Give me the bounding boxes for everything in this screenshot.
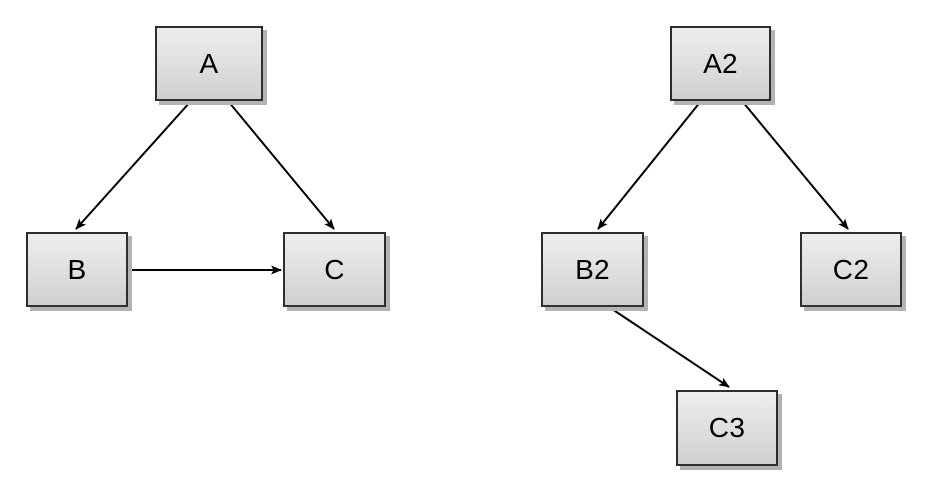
node-label-c2: C2: [832, 253, 870, 285]
node-b2[interactable]: B2: [541, 232, 644, 307]
edge-a-to-b[interactable]: [75, 100, 192, 230]
edge-b2-to-c3[interactable]: [611, 308, 730, 388]
node-label-c3: C3: [708, 412, 746, 443]
node-b[interactable]: B: [26, 232, 128, 307]
edge-a-to-c[interactable]: [227, 100, 335, 230]
node-c[interactable]: C: [283, 232, 386, 307]
edges-group: [75, 100, 849, 388]
node-label-b2: B2: [575, 253, 610, 285]
node-a2[interactable]: A2: [670, 26, 771, 101]
edge-a2-to-c2[interactable]: [741, 100, 849, 230]
node-label-a2: A2: [703, 47, 738, 79]
node-c3[interactable]: C3: [676, 390, 778, 466]
edge-a2-to-b2[interactable]: [597, 100, 702, 230]
node-c2[interactable]: C2: [800, 232, 902, 307]
node-label-b: B: [67, 253, 87, 285]
node-a[interactable]: A: [155, 26, 263, 101]
node-label-a: A: [199, 47, 219, 79]
node-label-c: C: [324, 253, 345, 285]
